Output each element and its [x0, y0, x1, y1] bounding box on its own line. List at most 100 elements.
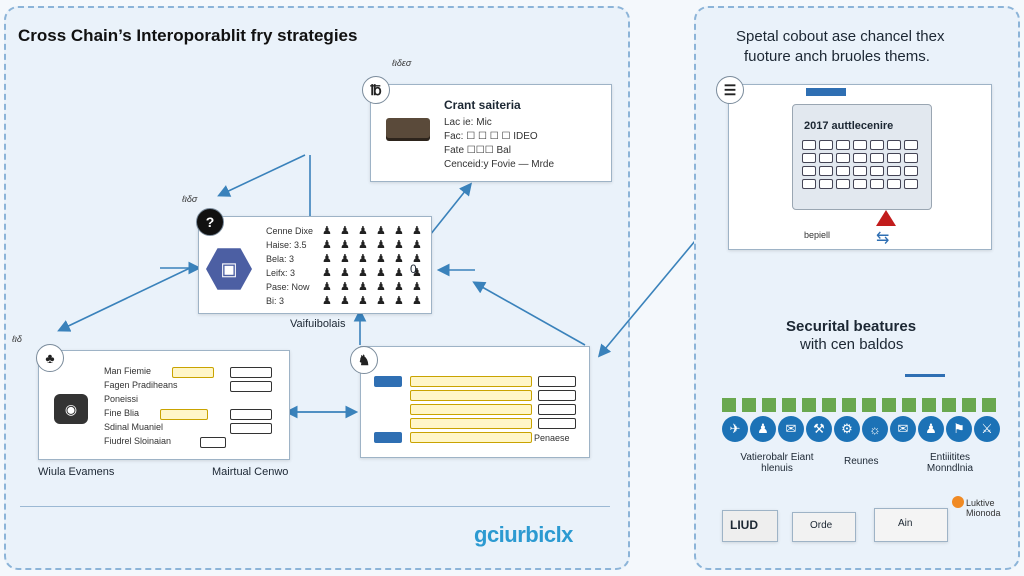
middle-node-label: Bi: 3	[266, 296, 285, 306]
feature-icon: ✈	[722, 416, 748, 442]
left-node-field	[160, 409, 208, 420]
left-node-badge: ♣	[36, 344, 64, 372]
middle-node-caption: Vaifuibolais	[290, 318, 346, 330]
middle-node-label: Bela: 3	[266, 254, 295, 264]
feature-group-label: Reunes	[844, 456, 879, 467]
top-node-line: Fate ☐☐☐ Bal	[444, 145, 511, 156]
grid-glyph-icon: ♟	[322, 225, 332, 237]
screen-caption: bepiell	[804, 230, 831, 240]
left-node-field	[230, 423, 272, 434]
middle-node-tag: ℓιδσ	[182, 194, 198, 204]
bottom-node-caption: Mairtual Cenwo	[212, 466, 289, 478]
left-node-caption: Wiula Evamens	[38, 466, 115, 478]
grid-glyph-icon: ♟	[394, 281, 404, 293]
keyboard-key	[836, 179, 850, 189]
screen-arrow-left-icon	[806, 88, 846, 96]
top-node-heading: Crant saiteria	[444, 98, 521, 112]
feature-icon: ⚔	[974, 416, 1000, 442]
feature-group-label: Vatierobalr Eiant hlenuis	[740, 452, 814, 474]
feature-icon: ☼	[862, 416, 888, 442]
grid-glyph-icon: ♟	[394, 225, 404, 237]
screen-heading: 2017 auttlecenire	[804, 120, 894, 132]
bottom-node-value	[538, 376, 576, 387]
keyboard-key	[819, 166, 833, 176]
left-divider	[20, 506, 610, 507]
bottom-node-value	[538, 404, 576, 415]
grid-glyph-icon: ♟	[358, 281, 368, 293]
grid-glyph-icon: ♟	[340, 295, 350, 307]
left-node-tag: ℓιδ	[12, 334, 22, 344]
grid-glyph-icon: ♟	[358, 267, 368, 279]
keyboard-key	[802, 179, 816, 189]
grid-glyph-icon: ♟	[412, 239, 422, 251]
grid-glyph-icon: ♟	[322, 295, 332, 307]
bottom-node-tag-pill	[374, 432, 402, 443]
lock-hexagon-icon: ▣	[206, 248, 252, 290]
right-title-line2: fuoture anch bruoles thems.	[744, 48, 930, 65]
left-node-field	[230, 367, 272, 378]
keyboard-key	[904, 179, 918, 189]
arrow-mid-to-leftnode	[57, 267, 191, 332]
feature-icon-strip	[722, 398, 998, 412]
left-node-field	[200, 437, 226, 448]
bottom-box-label: Ain	[898, 518, 913, 529]
grid-glyph-icon: ♟	[340, 267, 350, 279]
grid-glyph-icon: ♟	[358, 225, 368, 237]
keyboard-key	[836, 166, 850, 176]
grid-glyph-icon: ♟	[376, 253, 386, 265]
top-node-line: Cenceid:y Fovie — Mrde	[444, 159, 555, 170]
arrow-bottomright-up	[472, 281, 586, 346]
left-node-row: Fiudrel Sloinaian	[104, 436, 172, 446]
grid-glyph-icon: ♟	[412, 225, 422, 237]
keyboard-key	[836, 153, 850, 163]
middle-node-badge: ?	[196, 208, 224, 236]
feature-icon: ♟	[750, 416, 776, 442]
brand-logo: gciurbiclx	[474, 522, 573, 547]
bottom-node-field	[410, 390, 532, 401]
top-node-line: Lac ie: Mic	[444, 117, 492, 128]
keyboard-key	[904, 140, 918, 150]
warning-icon	[876, 210, 896, 226]
bidirectional-arrow-icon: ⇆	[876, 230, 890, 247]
bottom-node-row-label: Penaese	[534, 433, 570, 443]
middle-node-extra: 0	[410, 262, 417, 276]
left-title: Cross Chain’s Interoporablit fry strateg…	[18, 26, 358, 45]
left-node-row: Sdinal Muaniel	[104, 422, 164, 432]
left-node-field	[172, 367, 214, 378]
grid-glyph-icon: ♟	[322, 239, 332, 251]
left-node-field	[230, 409, 272, 420]
keyboard-key	[802, 153, 816, 163]
keyboard-key	[836, 140, 850, 150]
grid-glyph-icon: ♟	[412, 267, 422, 279]
keyboard-key	[853, 166, 867, 176]
keyboard-key	[853, 153, 867, 163]
middle-node-label: Pase: Now	[266, 282, 310, 292]
middle-node-label: Leifx: 3	[266, 268, 296, 278]
bottom-node-tag-pill	[374, 376, 402, 387]
grid-glyph-icon: ♟	[358, 239, 368, 251]
grid-glyph-icon: ♟	[358, 295, 368, 307]
bottom-side-label: Luktive Mionoda	[966, 498, 1001, 518]
top-node-tag: ℓιδεσ	[392, 58, 412, 68]
grid-glyph-icon: ♟	[376, 295, 386, 307]
grid-glyph-icon: ♟	[376, 281, 386, 293]
left-node-row: Man Fiemie	[104, 366, 152, 376]
grid-glyph-icon: ♟	[412, 295, 422, 307]
feature-icon: ♟	[918, 416, 944, 442]
grid-glyph-icon: ♟	[376, 239, 386, 251]
grid-glyph-icon: ♟	[376, 267, 386, 279]
keyboard-key	[870, 166, 884, 176]
bottom-box-label: LIUD	[730, 518, 758, 532]
camera-icon: ◉	[54, 394, 88, 424]
feature-icon: ✉	[890, 416, 916, 442]
keyboard-key	[819, 140, 833, 150]
feature-icon: ✉	[778, 416, 804, 442]
grid-glyph-icon: ♟	[376, 225, 386, 237]
feature-line	[905, 374, 945, 377]
grid-glyph-icon: ♟	[394, 239, 404, 251]
keyboard-key	[819, 153, 833, 163]
top-node-line: Fac: ☐ ☐ ☐ ☐ IDEO	[444, 131, 538, 142]
grid-glyph-icon: ♟	[340, 239, 350, 251]
bottom-node-badge: ♞	[350, 346, 378, 374]
middle-node-label: Cenne Dixe	[266, 226, 314, 236]
